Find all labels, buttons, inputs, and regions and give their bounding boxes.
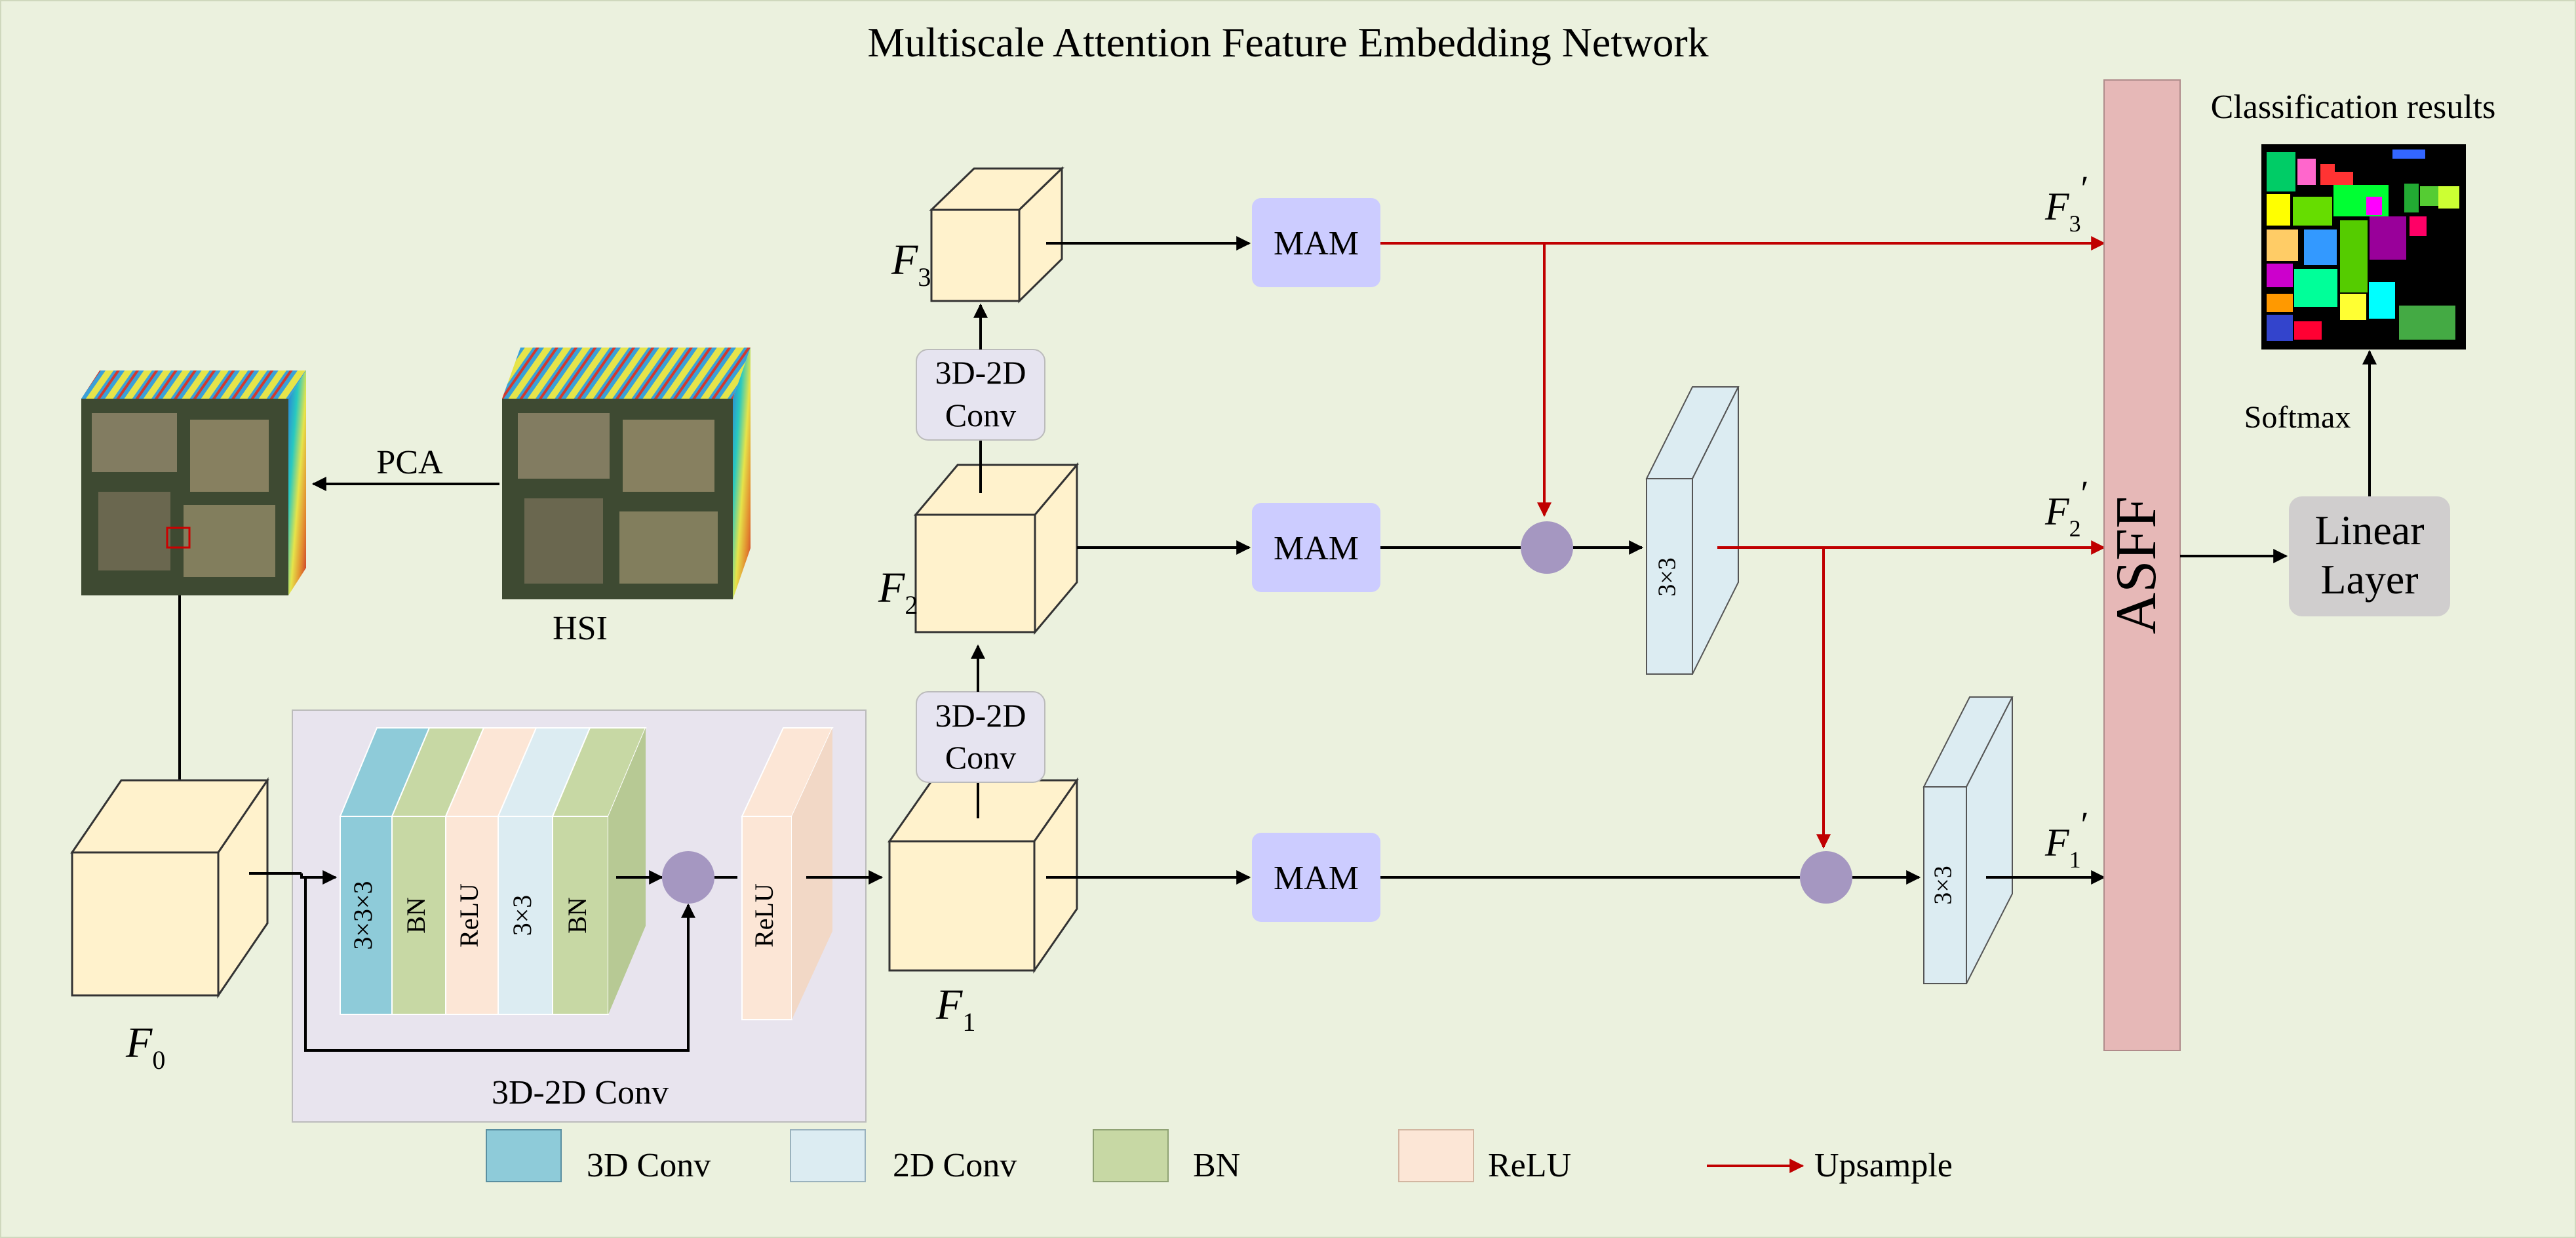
f3-prime-label: F3′ (2044, 169, 2088, 237)
legend-upsample-label: Upsample (1814, 1147, 1953, 1184)
layer-bn-1-label: BN (401, 897, 431, 934)
mam-3-label: MAM (1274, 225, 1359, 262)
legend-relu-swatch (1398, 1129, 1474, 1182)
mam-2-label: MAM (1274, 530, 1359, 567)
conv-block-title: 3D-2D Conv (492, 1074, 669, 1111)
diagram-title: Multiscale Attention Feature Embedding N… (867, 19, 1708, 66)
linear-line2: Layer (2320, 556, 2418, 603)
legend-3d-conv-label: 3D Conv (587, 1147, 711, 1184)
layer-bn-2-label: BN (562, 897, 592, 934)
legend-bn-swatch (1093, 1129, 1169, 1182)
kernel-low-label: 3×3 (1930, 866, 1957, 904)
f1-prime-label: F1′ (2044, 805, 2088, 873)
kernel-mid-label: 3×3 (1654, 557, 1681, 596)
f0-cube (70, 777, 269, 999)
softmax-label: Softmax (2244, 400, 2351, 435)
mam-3 (1252, 198, 1380, 287)
conv-upper-line1: 3D-2D (935, 354, 1026, 391)
f1-label: F1 (935, 981, 975, 1037)
f3-cube (929, 166, 1064, 304)
legend-2d-conv-label: 2D Conv (893, 1147, 1017, 1184)
linear-line1: Linear (2315, 507, 2425, 553)
sum-node-conv (662, 851, 714, 904)
conv-lower-line2: Conv (945, 739, 1016, 776)
mam-1 (1252, 833, 1380, 922)
legend-relu-label: ReLU (1488, 1147, 1571, 1184)
conv-upper-line2: Conv (945, 397, 1016, 433)
mam-1-label: MAM (1274, 860, 1359, 897)
layer-bn-2 (551, 727, 647, 1015)
layer-relu-2-label: ReLU (749, 883, 779, 948)
kernel-3x3-low (1922, 696, 2014, 984)
layer-3x3x3-label: 3×3×3 (348, 881, 378, 949)
mam-2 (1252, 503, 1380, 592)
layer-3x3-label: 3×3 (507, 895, 537, 936)
legend-bn-label: BN (1193, 1147, 1240, 1184)
pca-cube (81, 370, 306, 595)
classification-map (2261, 144, 2466, 349)
sum-node-mid (1521, 521, 1573, 574)
f2-cube (913, 462, 1080, 635)
classification-title: Classification results (2211, 89, 2496, 126)
legend: 3D Conv 2D Conv BN ReLU Upsample (486, 1129, 1953, 1184)
linear-layer (2289, 496, 2450, 616)
layer-relu-2 (741, 727, 834, 1020)
kernel-3x3-mid (1645, 386, 1740, 675)
f2-label: F2 (878, 564, 918, 620)
hsi-label: HSI (553, 610, 608, 647)
f1-cube (888, 777, 1079, 974)
f2-prime-label: F2′ (2044, 473, 2088, 542)
legend-2d-conv-swatch (790, 1129, 866, 1182)
sum-node-low (1800, 851, 1852, 904)
asff-block (2103, 79, 2181, 1051)
f0-to-conv-arrow (300, 870, 338, 885)
conv-3d2d-lower (916, 691, 1045, 783)
f3-label: F3 (891, 236, 931, 292)
residual-skip-arrow (304, 877, 695, 1052)
conv-lower-line1: 3D-2D (935, 697, 1026, 734)
layer-relu-1-label: ReLU (454, 883, 484, 948)
asff-label: ASFF (2105, 496, 2168, 634)
hsi-cube (502, 348, 751, 599)
f0-label: F0 (125, 1019, 165, 1075)
pca-label: PCA (376, 444, 443, 481)
legend-3d-conv-swatch (486, 1129, 562, 1182)
